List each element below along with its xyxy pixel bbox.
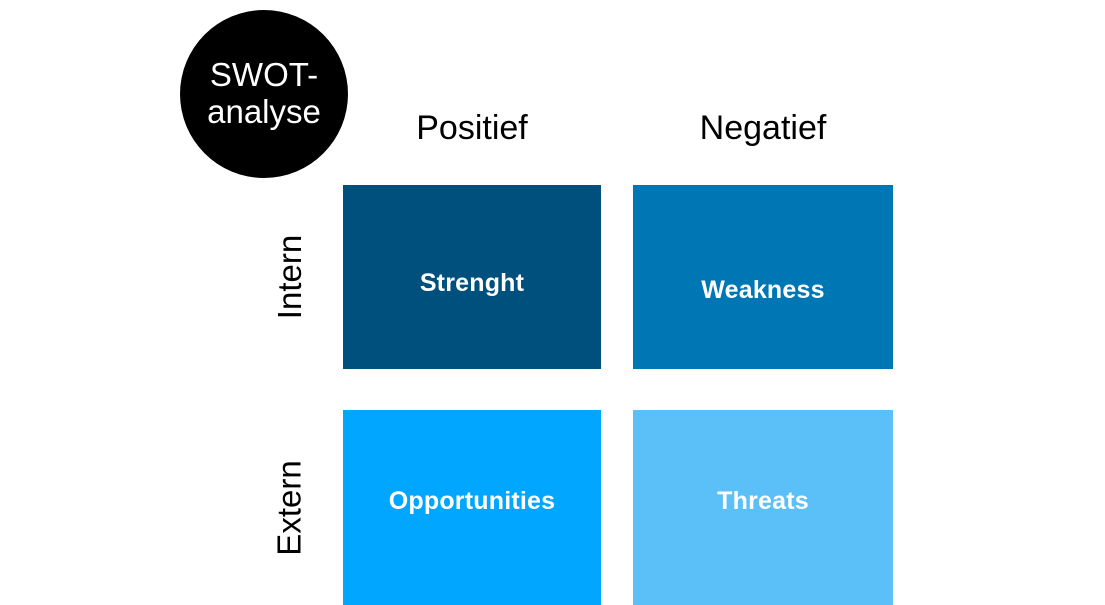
row-header-intern-label: Intern: [271, 234, 309, 320]
column-header-negatief-label: Negatief: [699, 109, 827, 147]
swot-title-label: SWOT- analyse: [207, 56, 321, 130]
column-header-positief-label: Positief: [416, 109, 528, 147]
swot-title-badge: SWOT- analyse: [180, 10, 348, 178]
quadrant-opportunities: Opportunities: [343, 410, 601, 605]
row-header-extern-label: Extern: [271, 459, 308, 556]
column-header-negatief: Negatief: [633, 106, 893, 150]
column-header-positief: Positief: [343, 106, 601, 150]
quadrant-weaknesses-label: Weakness: [701, 275, 825, 304]
quadrant-strengths: Strenght: [343, 185, 601, 369]
row-header-intern: Intern: [262, 185, 318, 369]
quadrant-threats: Threats: [633, 410, 893, 605]
quadrant-opportunities-label: Opportunities: [388, 487, 556, 515]
quadrant-strengths-label: Strenght: [419, 268, 525, 297]
quadrant-threats-label: Threats: [717, 487, 809, 515]
quadrant-weaknesses: Weakness: [633, 185, 893, 369]
row-header-extern: Extern: [262, 410, 318, 605]
